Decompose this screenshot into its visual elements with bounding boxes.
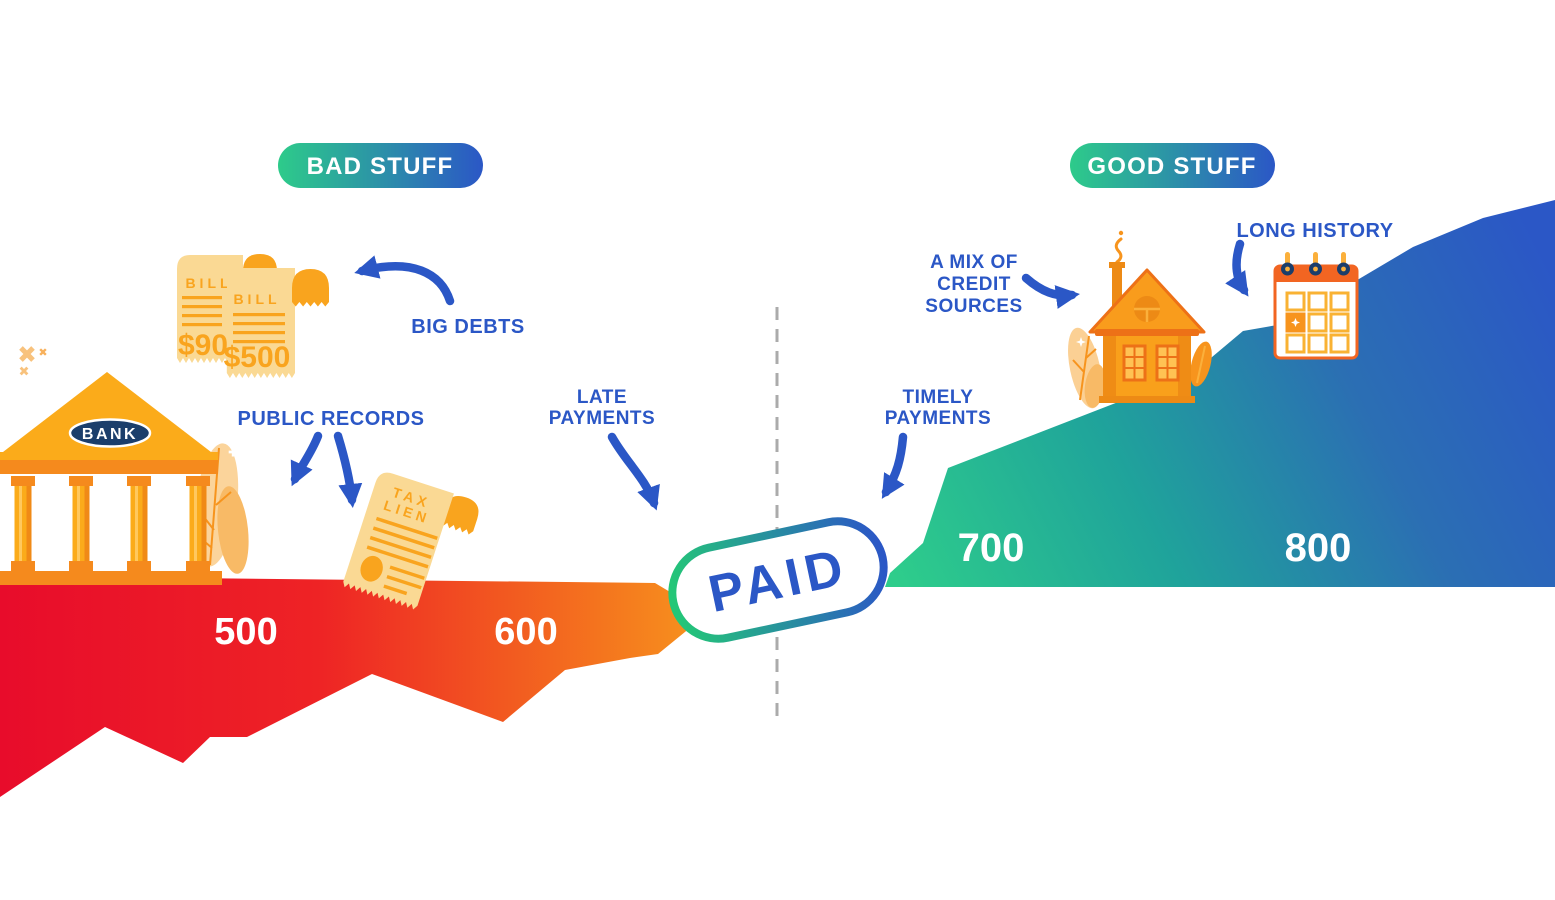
public-records-arrow-right-icon (333, 431, 363, 508)
bill-front-icon: BILL $500 (224, 268, 329, 378)
house-window-right (1155, 344, 1180, 382)
bill-back-amount: $90 (178, 329, 228, 362)
score-600: 600 (494, 611, 557, 653)
credit-mix-arrow-icon (1021, 273, 1080, 309)
bank-entablature (0, 452, 218, 460)
late-payments-arrow-icon (607, 432, 660, 511)
big-debts-arrow-icon (354, 255, 455, 306)
public-records-label: PUBLIC RECORDS (237, 408, 424, 430)
house-eave (1095, 329, 1199, 336)
bad-score-mountain (0, 576, 707, 797)
bill-back-title: BILL (185, 275, 232, 291)
house-icon (1088, 230, 1206, 403)
bank-icon: BANK (0, 372, 222, 585)
bank-columns (11, 476, 210, 571)
late-payments-label-line2: PAYMENTS (549, 408, 655, 429)
credit-mix-label-line1: A MIX OF (930, 252, 1018, 273)
bank-sign-label: BANK (82, 426, 138, 443)
long-history-label: LONG HISTORY (1236, 220, 1393, 242)
calendar-icon (1273, 252, 1359, 360)
score-500: 500 (214, 611, 277, 653)
big-debts-label: BIG DEBTS (411, 316, 524, 338)
paid-stamp: PAID (668, 517, 888, 643)
good-stuff-badge: GOOD STUFF (1070, 143, 1275, 188)
chimney-smoke (1114, 237, 1123, 264)
bank-steps (0, 571, 222, 585)
house-window-left (1122, 344, 1147, 382)
bill-front-amount: $500 (224, 341, 291, 374)
leaf-decoration-house (1068, 327, 1212, 409)
timely-payments-label-line1: TIMELY (903, 387, 974, 408)
tax-lien-seal (360, 555, 383, 582)
bad-stuff-badge: BAD STUFF (278, 143, 483, 188)
public-records-arrow-left-icon (290, 431, 323, 487)
good-stuff-badge-label: GOOD STUFF (1087, 153, 1256, 180)
bill-back-icon: BILL $90 (177, 254, 277, 363)
bill-front-title: BILL (233, 291, 280, 307)
bank-pediment (3, 372, 211, 452)
good-score-mountain (885, 200, 1555, 587)
timely-payments-arrow-icon (881, 432, 908, 499)
house-chimney (1112, 266, 1122, 312)
long-history-arrow-icon (1225, 239, 1249, 297)
credit-mix-label-line3: SOURCES (925, 296, 1022, 317)
bank-sign (68, 418, 152, 448)
score-700: 700 (958, 526, 1025, 570)
house-base (1099, 396, 1195, 403)
sparkle-decoration (19, 346, 47, 376)
credit-mix-label-line2: CREDIT (937, 274, 1011, 295)
calendar-grid (1285, 291, 1350, 354)
timely-payments-label-line2: PAYMENTS (885, 408, 991, 429)
late-payments-label-line1: LATE (577, 387, 627, 408)
score-800: 800 (1285, 526, 1352, 570)
bad-stuff-badge-label: BAD STUFF (307, 153, 454, 180)
tax-lien-icon: TAX LIEN (343, 472, 479, 610)
